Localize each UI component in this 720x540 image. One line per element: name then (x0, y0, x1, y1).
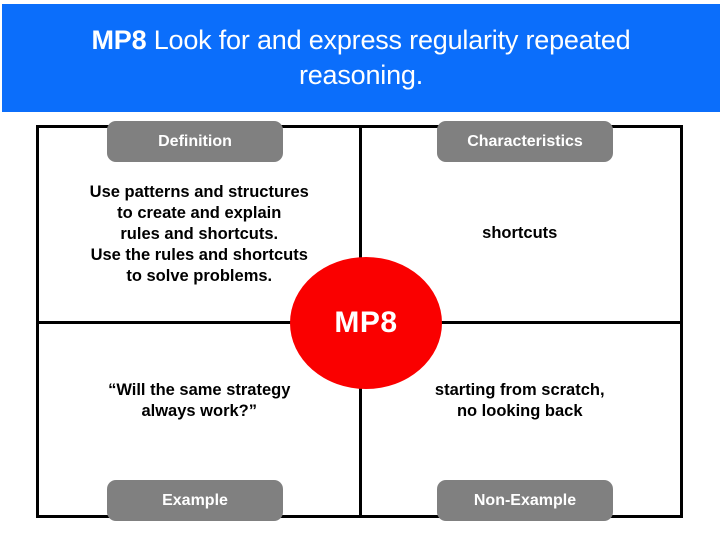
characteristics-text: shortcuts (482, 224, 558, 243)
quadrant-example: “Will the same strategy always work?” (39, 322, 360, 516)
quadrant-characteristics: shortcuts (360, 128, 681, 322)
center-concept-label: MP8 (334, 306, 398, 339)
quadrant-definition: Use patterns and structures to create an… (39, 128, 360, 322)
quadrant-non-example: starting from scratch, no looking back (360, 322, 681, 516)
label-example: Example (107, 480, 283, 521)
example-text: “Will the same strategy always work?” (108, 381, 291, 421)
center-concept-node: MP8 (290, 257, 442, 389)
non-example-text: starting from scratch, no looking back (434, 381, 605, 421)
page-title-text: Look for and express regularity repeated… (146, 25, 631, 90)
page-title: MP8 Look for and express regularity repe… (41, 23, 681, 93)
label-non-example: Non-Example (437, 480, 613, 521)
page-title-code: MP8 (91, 25, 147, 55)
definition-text: Use patterns and structures to create an… (89, 183, 309, 286)
header-banner: MP8 Look for and express regularity repe… (2, 4, 720, 112)
label-definition: Definition (107, 121, 283, 162)
label-characteristics: Characteristics (437, 121, 613, 162)
frayer-model-table: Use patterns and structures to create an… (36, 125, 683, 518)
